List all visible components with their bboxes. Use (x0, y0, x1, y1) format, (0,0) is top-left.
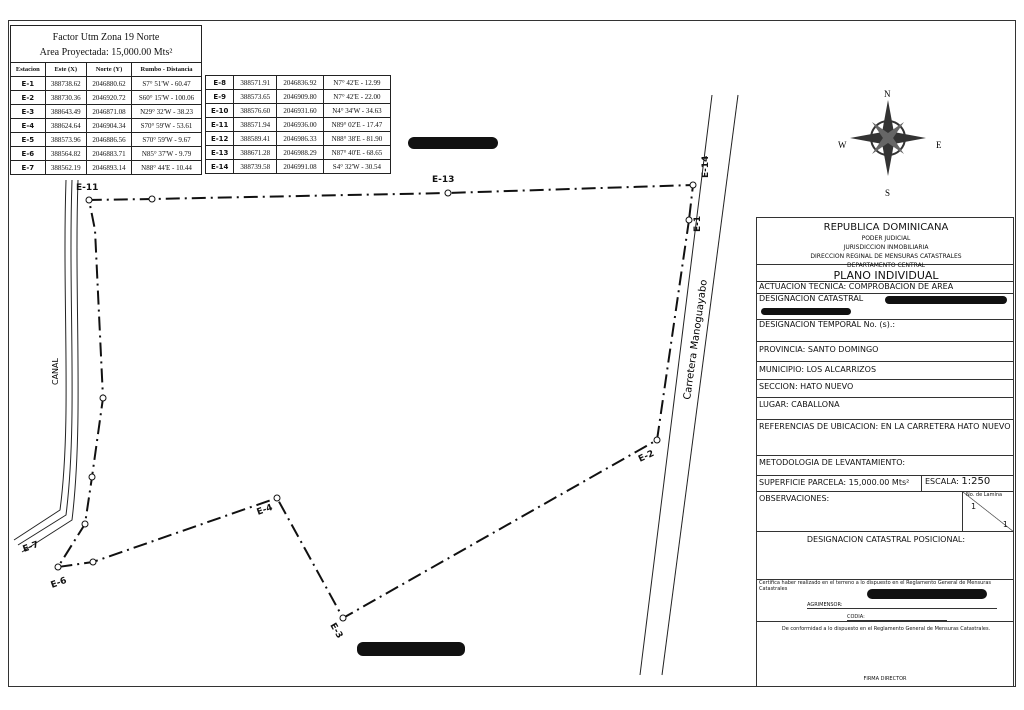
station-label: E-1 (693, 216, 703, 232)
observaciones: OBSERVACIONES: (759, 494, 830, 503)
canal-edge (17, 179, 73, 546)
station-label: E-11 (76, 183, 98, 193)
lamina-number: 1 (971, 502, 977, 511)
designacion-temporal: DESIGNACION TEMPORAL No. (s).: (757, 320, 1013, 342)
table-cell: 2046893.14 (85, 160, 133, 175)
lamina-label: No. de Lamina (966, 492, 1003, 498)
header-line: PODER JUDICIAL (861, 235, 911, 242)
table-cell: N88° 44'E - 10.44 (131, 160, 202, 175)
superficie-row: SUPERFICIE PARCELA: 15,000.00 Mts² ESCAL… (757, 476, 1013, 492)
referencias: REFERENCIAS DE UBICACION: EN LA CARRETER… (757, 420, 1013, 456)
table-cell: E-14 (204, 159, 235, 174)
municipio: MUNICIPIO: LOS ALCARRIZOS (757, 362, 1013, 380)
actuacion: ACTUACION TECNICA: COMPROBACION DE AREA (757, 282, 1013, 294)
svg-text:W: W (838, 140, 847, 150)
agrimensor-line: AGRIMENSOR: (807, 602, 997, 609)
coord-table-title: Factor Utm Zona 19 Norte (52, 32, 160, 43)
header-line: DIRECCION REGINAL DE MENSURAS CATASTRALE… (810, 253, 962, 260)
svg-text:N: N (884, 89, 891, 99)
firma-director: FIRMA DIRECTOR (863, 676, 907, 682)
redaction (885, 296, 1007, 304)
seccion: SECCION: HATO NUEVO (757, 380, 1013, 398)
escala: ESCALA: 1:250 (921, 476, 990, 492)
lugar: LUGAR: CABALLONA (757, 398, 1013, 420)
canal-edge (13, 179, 67, 541)
certifica-text: Certifica haber realizado en el terreno … (759, 580, 992, 592)
lamina-total: 1 (1002, 520, 1008, 529)
conformidad-text: De conformidad a lo dispuesto en el Regl… (781, 626, 991, 632)
metodologia: METODOLOGIA DE LEVANTAMIENTO: (757, 456, 1013, 476)
country: REPUBLICA DOMINICANA (823, 222, 949, 233)
director: De conformidad a lo dispuesto en el Regl… (757, 622, 1013, 686)
codia-label: CODIA: (847, 614, 865, 620)
canal-label: CANAL (51, 357, 60, 385)
station-points (54, 181, 697, 622)
header-line: DEPARTAMENTO CENTRAL (846, 262, 926, 269)
table-cell: 2046991.08 (276, 159, 324, 174)
parcel-boundary (56, 183, 695, 620)
table-cell: E-7 (10, 160, 46, 175)
svg-text:S: S (885, 188, 890, 198)
redaction (761, 308, 851, 315)
codia-line: CODIA: (847, 614, 947, 621)
canal-edge (21, 179, 79, 553)
road-edge (639, 94, 713, 676)
lamina-box: No. de Lamina 1 1 (962, 492, 1014, 532)
compass-rose-icon: N S E W (838, 89, 942, 198)
provincia: PROVINCIA: SANTO DOMINGO (757, 342, 1013, 362)
posicional: DESIGNACION CATASTRAL POSICIONAL: (757, 532, 1013, 580)
svg-text:E: E (936, 140, 942, 150)
station-label: E-2 (637, 449, 656, 465)
coord-table-header: Factor Utm Zona 19 Norte Area Proyectada… (10, 25, 202, 68)
agrimensor-label: AGRIMENSOR: (807, 602, 843, 608)
certificacion: Certifica haber realizado en el terreno … (757, 580, 1013, 622)
signature-redaction (867, 589, 987, 599)
title-block: REPUBLICA DOMINICANA PODER JUDICIAL JURI… (756, 217, 1014, 687)
station-label: E-6 (50, 576, 69, 591)
station-label: E-13 (432, 175, 454, 185)
header-line: JURISDICCION INMOBILIARIA (843, 244, 929, 251)
sheet-border (8, 20, 1016, 687)
station-label: E-7 (22, 540, 41, 555)
table-cell: 388562.19 (44, 160, 87, 175)
station-label: E-14 (701, 156, 711, 178)
road-edge (661, 94, 739, 676)
escala-label: ESCALA: (925, 477, 959, 486)
designacion-catastral-row: DESIGNACION CATASTRAL (757, 294, 1013, 320)
station-label: E-3 (327, 622, 344, 641)
redaction (408, 137, 498, 149)
observaciones-row: OBSERVACIONES: No. de Lamina 1 1 (757, 492, 1014, 532)
escala-value: 1:250 (961, 476, 991, 487)
coord-table-area: Area Proyectada: 15,000.00 Mts² (39, 47, 173, 58)
table-cell: S4° 32'W - 30.54 (322, 159, 392, 174)
plan-title: PLANO INDIVIDUAL (757, 270, 1013, 282)
redaction (357, 642, 465, 656)
superficie: SUPERFICIE PARCELA: 15,000.00 Mts² (759, 478, 910, 487)
designacion-catastral: DESIGNACION CATASTRAL (759, 294, 864, 303)
